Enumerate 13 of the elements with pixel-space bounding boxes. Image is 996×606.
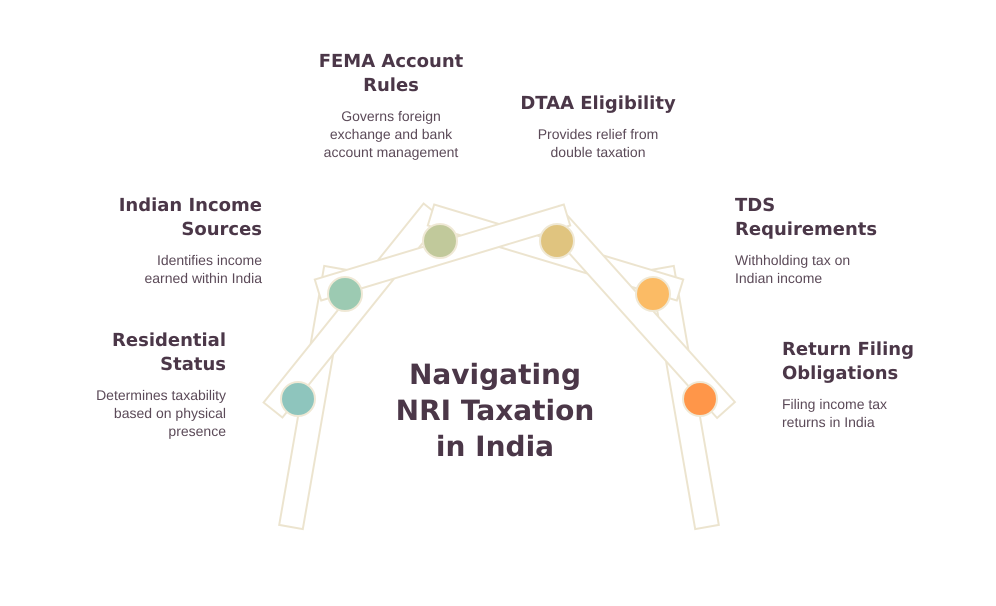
step-heading: FEMA Account Rules (318, 50, 464, 98)
step-description: Provides relief from double taxation (536, 125, 660, 161)
step-description: Filing income tax returns in India (782, 395, 888, 431)
step-heading: Return Filing Obligations (782, 338, 915, 386)
step-description: Identifies income earned within India (143, 251, 262, 287)
step-heading: TDS Requirements (735, 194, 878, 242)
diagram-title: Navigating NRI Taxation in India (394, 357, 596, 465)
step-heading: Indian Income Sources (118, 194, 262, 242)
step-description: Governs foreign exchange and bank account management (322, 107, 460, 161)
step-description: Withholding tax on Indian income (735, 251, 852, 287)
step-description: Determines taxability based on physical presence (95, 386, 226, 440)
step-heading: Residential Status (111, 329, 226, 377)
step-heading: DTAA Eligibility (519, 92, 677, 116)
